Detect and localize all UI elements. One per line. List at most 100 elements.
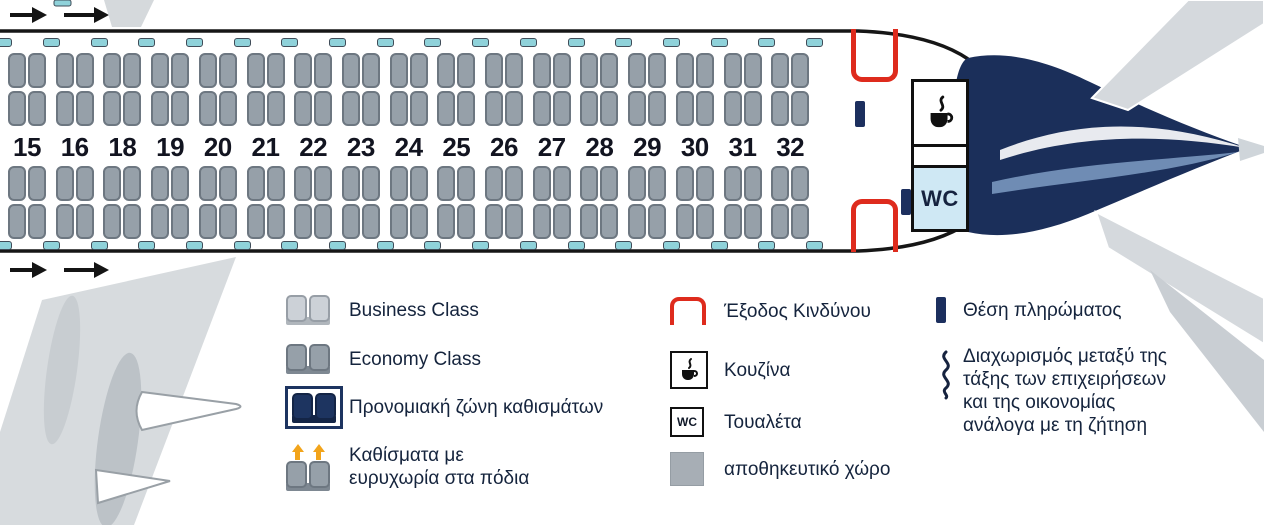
seat-icon xyxy=(389,91,428,126)
seat xyxy=(409,204,428,239)
seat xyxy=(723,166,742,201)
cabin-window-icon xyxy=(710,38,728,47)
seat-icon xyxy=(675,91,714,126)
seat xyxy=(246,204,265,239)
seat xyxy=(505,53,523,88)
row-number: 16 xyxy=(60,132,89,162)
seat xyxy=(695,166,714,201)
seat xyxy=(580,204,599,239)
seat xyxy=(552,91,571,126)
seat-icon xyxy=(294,53,333,88)
seat-icon xyxy=(151,91,190,126)
seat xyxy=(457,53,476,88)
seat-icon xyxy=(198,166,237,201)
seat-icon xyxy=(246,53,285,88)
rear-galley-wc-block: WC xyxy=(911,79,969,232)
seat xyxy=(246,91,265,126)
seat xyxy=(8,204,26,239)
seat-icon xyxy=(103,204,142,239)
seat-icon xyxy=(151,53,190,88)
seat xyxy=(600,91,619,126)
seat xyxy=(75,91,94,126)
business-class-seats-icon xyxy=(285,295,349,325)
seat-icon xyxy=(198,53,237,88)
cabin-window-icon xyxy=(281,241,299,250)
economy-class-seats-icon xyxy=(285,344,349,374)
seat xyxy=(314,166,333,201)
seat xyxy=(28,53,46,88)
seat-icon xyxy=(437,53,476,88)
seat-icon xyxy=(485,204,523,239)
seat-column-23: 23 xyxy=(341,0,380,260)
seat xyxy=(55,53,74,88)
seat-icon xyxy=(246,166,285,201)
seat xyxy=(505,91,523,126)
seat-icon xyxy=(723,166,762,201)
seat-column-15: 15 xyxy=(8,0,46,260)
cabin-window-icon xyxy=(329,241,347,250)
cabin-window-icon xyxy=(758,241,776,250)
cabin-window-crop xyxy=(53,0,72,7)
class-divider-squiggle-icon xyxy=(936,350,963,400)
seat xyxy=(198,166,217,201)
seat-icon xyxy=(55,204,94,239)
wing-fairing-top-crop xyxy=(104,0,154,27)
seat xyxy=(123,53,142,88)
seat-icon xyxy=(151,166,190,201)
seat xyxy=(294,53,313,88)
legend-item-extra-legroom: Καθίσματα με ευρυχωρία στα πόδια xyxy=(285,441,554,493)
seat-column-28: 28 xyxy=(580,0,619,260)
cabin-window-icon xyxy=(615,241,633,250)
seat xyxy=(552,53,571,88)
cabin-window-icon xyxy=(472,38,490,47)
row-number: 18 xyxy=(108,132,137,162)
seat-icon xyxy=(103,166,142,201)
galley-wc-divider xyxy=(914,147,966,168)
seat-icon xyxy=(771,166,810,201)
cabin-window-icon xyxy=(567,241,585,250)
row-number: 32 xyxy=(776,132,805,162)
seat xyxy=(218,53,237,88)
direction-arrows-top xyxy=(10,7,109,23)
seat xyxy=(28,166,46,201)
seat xyxy=(675,166,694,201)
seat xyxy=(266,166,285,201)
seat xyxy=(723,204,742,239)
seat-icon xyxy=(485,91,523,126)
seat xyxy=(361,204,380,239)
seat-column-22: 22 xyxy=(294,0,333,260)
seat xyxy=(123,91,142,126)
seat xyxy=(314,53,333,88)
premium-zone-seats-icon xyxy=(285,385,349,429)
seat xyxy=(171,91,190,126)
row-number: 20 xyxy=(203,132,232,162)
seat xyxy=(389,91,408,126)
cabin-window-icon xyxy=(42,38,60,47)
seat-icon xyxy=(580,53,619,88)
seat xyxy=(361,53,380,88)
seat xyxy=(123,204,142,239)
seat xyxy=(771,204,790,239)
row-number: 31 xyxy=(728,132,757,162)
row-number: 27 xyxy=(537,132,566,162)
seat xyxy=(532,53,551,88)
seat xyxy=(485,166,503,201)
seat xyxy=(28,91,46,126)
toilet-wc-icon: WC xyxy=(670,407,724,437)
seat xyxy=(341,166,360,201)
cabin-window-icon xyxy=(233,241,251,250)
cabin-window-icon xyxy=(806,38,824,47)
seat xyxy=(695,53,714,88)
row-number: 26 xyxy=(490,132,518,162)
seat xyxy=(8,53,26,88)
cabin-window-icon xyxy=(662,38,680,47)
legend-item-galley: Κουζίνα xyxy=(670,350,790,390)
seat xyxy=(171,53,190,88)
seat xyxy=(55,166,74,201)
cabin-window-icon xyxy=(710,241,728,250)
seat-icon xyxy=(341,53,380,88)
seat xyxy=(246,53,265,88)
seat xyxy=(580,166,599,201)
